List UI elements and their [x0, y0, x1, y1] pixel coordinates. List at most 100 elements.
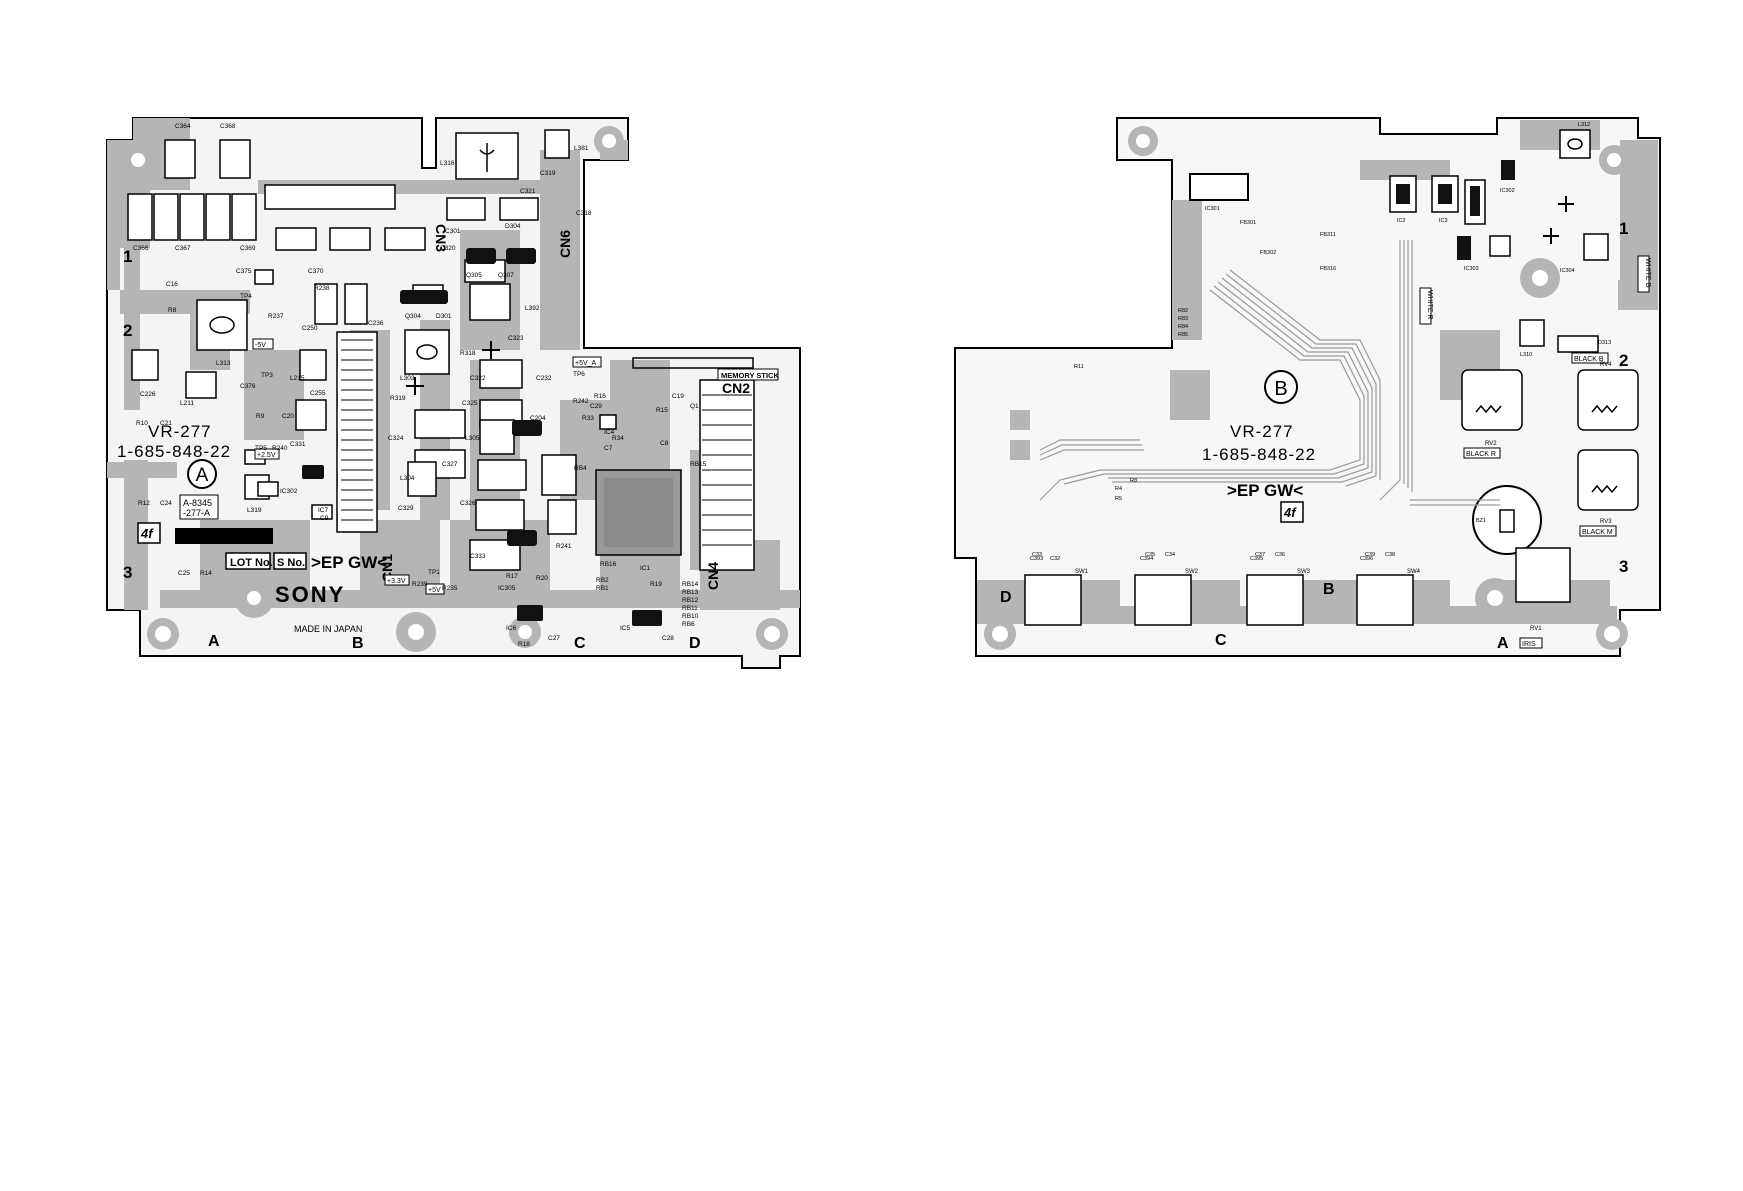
- board-a-cn2-label: CN2: [722, 380, 750, 396]
- board-b-part-number: 1-685-848-22: [1202, 445, 1316, 464]
- component-label: C393: [1030, 556, 1043, 562]
- component-label: IC4: [604, 429, 615, 436]
- component-label: C39: [1365, 552, 1375, 558]
- component-label: RB4: [574, 465, 587, 472]
- board-b-mounting-holes: [984, 126, 1629, 650]
- component-label: C364: [175, 123, 191, 130]
- component-label: IC7: [318, 507, 329, 514]
- component-label: L211: [180, 400, 194, 407]
- board-a-component-labels: C364 C368 C366 C367 C369 C375 C370 C16 R…: [133, 123, 707, 648]
- component-label: IC304: [1560, 268, 1575, 274]
- component-label: IC6: [506, 625, 517, 632]
- board-a-brand-logo: SONY: [275, 582, 345, 607]
- board-a-side-circle: [187, 459, 217, 489]
- board-b-connector: [1515, 547, 1571, 603]
- board-a-row-mark-2: 2: [123, 321, 132, 340]
- board-a-lot-label: LOT No.: [230, 557, 273, 569]
- component-label: R10: [136, 420, 148, 427]
- board-b-col-mark-c: C: [1215, 632, 1227, 649]
- component-label: D301: [436, 313, 452, 320]
- board-a-voltage-label: +5V_A: [575, 360, 597, 367]
- connector-label: RV1: [1530, 626, 1542, 632]
- connector-label: SW4: [1407, 569, 1421, 575]
- board-a-cn3-label: CN3: [433, 224, 449, 252]
- connector-label: SW3: [1297, 569, 1311, 575]
- component-label: IC1: [640, 565, 651, 572]
- component-label: L316: [440, 160, 455, 167]
- component-label: D313: [1598, 340, 1611, 346]
- component-label: R9: [256, 413, 265, 420]
- component-label: C20: [282, 413, 294, 420]
- board-a-row-mark-1: 1: [123, 247, 132, 266]
- component-label: C324: [388, 435, 404, 442]
- component-label: TP3: [261, 372, 273, 379]
- component-label: C331: [290, 441, 306, 448]
- board-b-variable-resistors: [1461, 369, 1639, 511]
- connector-label: RV4: [1600, 362, 1612, 368]
- svg-text:4f: 4f: [140, 526, 154, 541]
- component-label: C7: [604, 445, 613, 452]
- component-label: R5: [1115, 496, 1122, 502]
- board-b-side-mark: B: [1274, 378, 1287, 400]
- component-label: C318: [576, 210, 592, 217]
- board-a-cn6-label: CN6: [557, 230, 573, 258]
- component-label: C32: [1050, 556, 1060, 562]
- component-label: L319: [247, 507, 262, 514]
- component-label: R242: [573, 398, 589, 405]
- board-b-material-mark: >EP GW<: [1227, 481, 1303, 500]
- board-a-voltage-label: +2.5V: [257, 452, 276, 459]
- board-a-board-name: VR-277: [148, 422, 212, 441]
- component-label: R238: [314, 285, 330, 292]
- component-label: C232: [536, 375, 552, 382]
- board-b-switch-labels: BLACK B BLACK R BLACK M WHITE B WHITE R …: [1419, 255, 1651, 649]
- board-a-barcode-strip: [175, 528, 273, 544]
- component-label: C325: [462, 400, 478, 407]
- board-b-d313: [1557, 335, 1599, 353]
- component-label: R4: [1115, 486, 1122, 492]
- board-b-yf-logo: [1280, 501, 1304, 523]
- component-label: C326: [460, 500, 476, 507]
- component-label: L310: [1520, 352, 1532, 358]
- switch-label: IRIS: [1522, 641, 1536, 648]
- board-a-cn4-label: CN4: [705, 562, 721, 590]
- component-label: C8: [660, 440, 669, 447]
- board-a-voltage-label: +3.3V: [387, 578, 406, 585]
- board-a-side-mark: A: [196, 465, 209, 486]
- component-label: C21: [160, 420, 172, 427]
- component-label: C376: [240, 383, 256, 390]
- switch-label: BLACK R: [1466, 451, 1496, 458]
- component-label: Q305: [466, 272, 482, 279]
- board-b-inductor: [1519, 319, 1545, 347]
- component-label: L305: [465, 435, 480, 442]
- component-label: R240: [272, 445, 288, 452]
- component-label: Q307: [498, 272, 514, 279]
- component-label: R12: [138, 500, 150, 507]
- component-label: IC302: [280, 488, 298, 495]
- board-a-ref-code-1: A-8345: [183, 498, 212, 508]
- component-label: R33: [582, 415, 594, 422]
- component-label: C333: [470, 553, 486, 560]
- svg-text:4f: 4f: [1283, 505, 1297, 520]
- component-label: C368: [220, 123, 236, 130]
- component-label: C301: [445, 228, 461, 235]
- board-b-inductor: [1583, 233, 1609, 261]
- board-b-row-mark-2: 2: [1619, 351, 1628, 370]
- board-a-cn3-header: [264, 184, 396, 210]
- component-label: RB2: [596, 577, 609, 584]
- board-a-yf-logo: [137, 522, 161, 544]
- connector-label: SW2: [1185, 569, 1199, 575]
- component-label: C375: [236, 268, 252, 275]
- component-label: C27: [548, 635, 560, 642]
- component-label: R85: [1178, 332, 1188, 338]
- board-b: B VR-277 1-685-848-22 >EP GW< 4f 1 2 3 D…: [954, 117, 1661, 657]
- component-label: C319: [540, 170, 556, 177]
- component-label: C19: [672, 393, 684, 400]
- component-label: C35: [1145, 552, 1155, 558]
- component-label: C367: [175, 245, 191, 252]
- component-label: RB11: [682, 605, 698, 612]
- connector-label: RV3: [1600, 519, 1612, 525]
- component-label: RB12: [682, 597, 699, 604]
- board-a-mounting-holes: [123, 126, 788, 652]
- component-label: R11: [1074, 364, 1084, 370]
